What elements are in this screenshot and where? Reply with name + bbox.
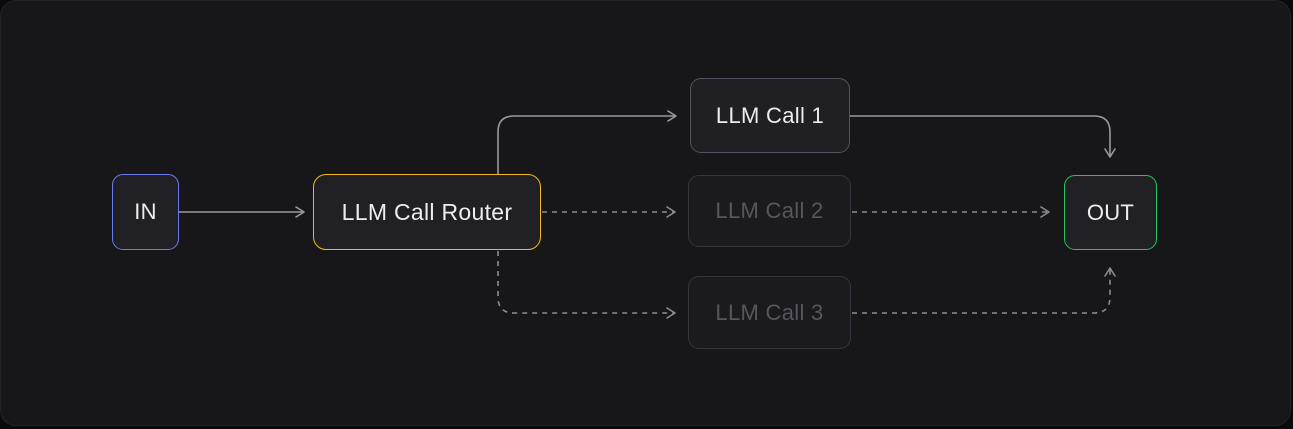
node-llm-call-3-label: LLM Call 3 <box>715 299 824 325</box>
node-in-label: IN <box>134 199 157 224</box>
node-llm-call-2: LLM Call 2 <box>688 175 851 247</box>
node-llm-call-1: LLM Call 1 <box>690 78 850 153</box>
edge-call3-out <box>852 267 1116 314</box>
edge-router-call1 <box>497 110 677 174</box>
node-out: OUT <box>1064 175 1157 250</box>
node-in: IN <box>112 174 179 250</box>
node-llm-call-router: LLM Call Router <box>313 174 541 250</box>
node-llm-call-3: LLM Call 3 <box>688 276 851 349</box>
node-llm-call-1-label: LLM Call 1 <box>715 102 825 128</box>
node-llm-call-router-label: LLM Call Router <box>341 198 513 225</box>
edge-call1-out <box>850 115 1116 158</box>
edge-router-call3 <box>497 251 676 319</box>
node-llm-call-2-label: LLM Call 2 <box>715 198 824 223</box>
node-out-label: OUT <box>1086 199 1135 225</box>
